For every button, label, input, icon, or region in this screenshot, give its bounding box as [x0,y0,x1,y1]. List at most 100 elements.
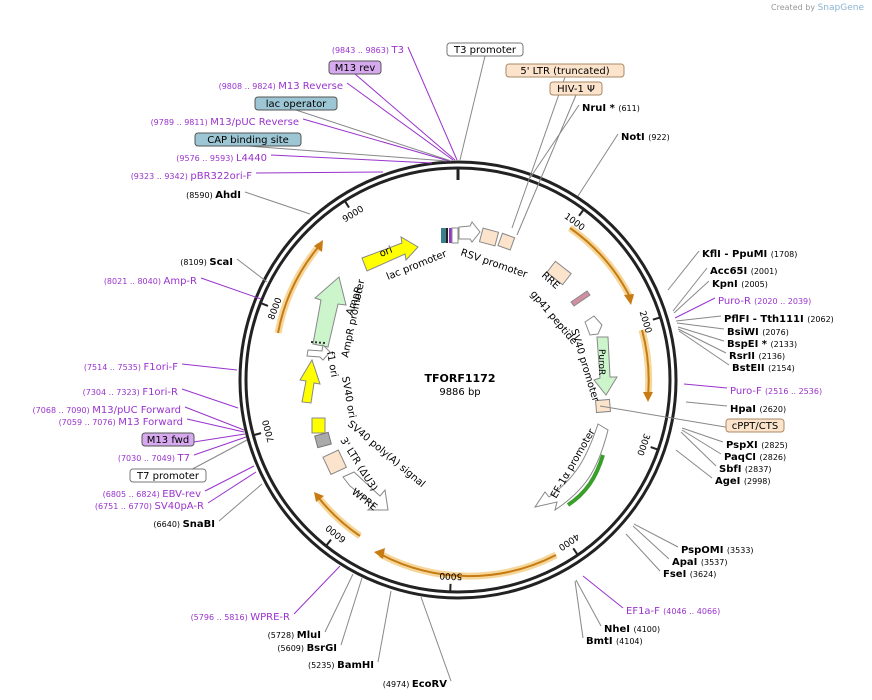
feature-box [725,418,785,433]
orf-arc-1-core [569,227,632,300]
enzyme-site-label: NruI * (611) [582,103,640,114]
orf-arrowhead-5 [314,240,323,252]
orf-arc-5-core [277,244,321,334]
primer-label: (8021 .. 8040) Amp-R [104,276,197,287]
enzyme-site-label: PaqCI (2826) [724,452,786,463]
enzyme-site-label: KflI - PpuMI (1708) [702,249,797,260]
leader-line [675,449,713,479]
leader-line [200,277,262,300]
sv40-ori-label: SV40 ori [339,376,357,419]
primer-label: (6805 .. 6824) EBV-rev [103,489,201,500]
enzyme-site-label: PflFI - Tth111I (2062) [724,314,834,325]
leader-line [633,523,679,548]
leader-line [193,436,247,456]
leader-line [672,267,708,312]
ori-label: ori [378,245,394,260]
leader-line [681,429,722,455]
feature-box [505,63,625,78]
ltr-box [478,227,500,247]
enzyme-site-label: ApaI (3537) [672,557,727,568]
primer-label: Puro-F (2516 .. 2536) [730,386,822,397]
tick-mark [650,446,659,451]
feature-box [446,42,524,57]
leader-line [575,579,602,627]
enzyme-site-label: FseI (3624) [663,569,716,580]
wpre-arrow [342,471,389,511]
primer-label: (7030 .. 7049) T7 [118,453,190,464]
tick-mark [343,200,350,209]
rsv-promoter-label: RSV promoter [459,247,529,280]
feature-box [129,468,207,483]
tick-mark [572,547,579,556]
ampr-arrow [312,276,347,348]
sv40-ori-box [311,417,326,434]
leader-line [674,297,716,319]
gp41-arrow [570,290,591,307]
enzyme-site-label: SbfI (2837) [719,464,772,475]
primer-label: (9323 .. 9342) pBR322ori-F [131,171,253,182]
enzyme-site-label: BstEII (2154) [732,363,795,374]
f1-ori-arrow [299,358,321,404]
leader-line [295,109,452,162]
psi-box [497,232,516,251]
tick-label: 7000 [261,418,277,443]
leader-line [204,465,255,492]
primer-label: (7514 .. 7535) F1ori-F [84,362,178,373]
feature-box-label: CAP binding site [207,135,289,146]
feature-box-label: T3 promoter [453,45,517,56]
primer-label: (5796 .. 5816) WPRE-R [191,612,290,623]
leader-line [529,104,580,179]
leader-line [632,525,670,560]
orf-arrowhead-2 [643,392,653,402]
leader-line [247,145,448,162]
tick-mark [325,539,332,547]
leader-line [236,258,268,283]
tick-label: 4000 [556,531,581,552]
feature-box [141,432,195,447]
leader-line [681,427,724,443]
enzyme-site-label: (6640) SnaBI [153,519,215,530]
leader-line [324,573,354,633]
orf-arc-4-core [317,496,361,537]
leader-line [677,328,727,354]
enzyme-site-label: (8590) AhdI [186,190,241,201]
enzyme-site-label: (5728) MluI [268,630,321,641]
sv40-promoter-arrow [584,315,603,336]
leader-line [680,431,717,467]
leader-line [459,55,486,161]
tick-mark [253,432,262,437]
watermark-text: Created by [771,3,816,12]
feature-box-label: T7 promoter [136,471,200,482]
enzyme-site-label: PspXI (2825) [726,440,788,451]
feature-box [328,60,382,75]
enzyme-site-label: (4974) EcoRV [383,679,447,690]
feature-box-label: cPPT/CTS [732,421,778,432]
primer-label: Puro-R (2020 .. 2039) [718,296,811,307]
leader-line [207,471,257,504]
ef1a-promoter-arrow [533,423,609,512]
leader-line [255,171,384,174]
enzyme-site-label: NheI (4100) [604,624,660,635]
leader-line [184,406,245,431]
ampr-promoter-arrow [306,343,331,361]
orf-arrowhead-1 [624,294,634,305]
feature-box-label: M13 rev [335,63,376,74]
primer-label: (6751 .. 6770) SV40pA-R [95,501,204,512]
orf-arrowhead-4 [314,492,324,502]
leader-line [244,191,311,215]
orf-arcs [274,225,653,580]
tick-mark [652,316,661,321]
enzyme-site-label: (5235) BamHI [308,660,374,671]
orf-arrowhead-3 [374,548,385,559]
enzyme-site-label: BsiWI (2076) [727,327,789,338]
feature-box-label: HIV-1 Ψ [557,84,595,95]
orf-arrowheads [314,240,653,559]
enzyme-site-label: BspEI * (2133) [727,339,797,350]
ef1a-green-strip [566,454,605,507]
ori-arrow [361,236,419,272]
ltr3-box [322,449,348,476]
leader-line [625,533,661,572]
feature-box [549,81,603,96]
leader-line [677,326,725,342]
m13-stripe [449,228,452,243]
